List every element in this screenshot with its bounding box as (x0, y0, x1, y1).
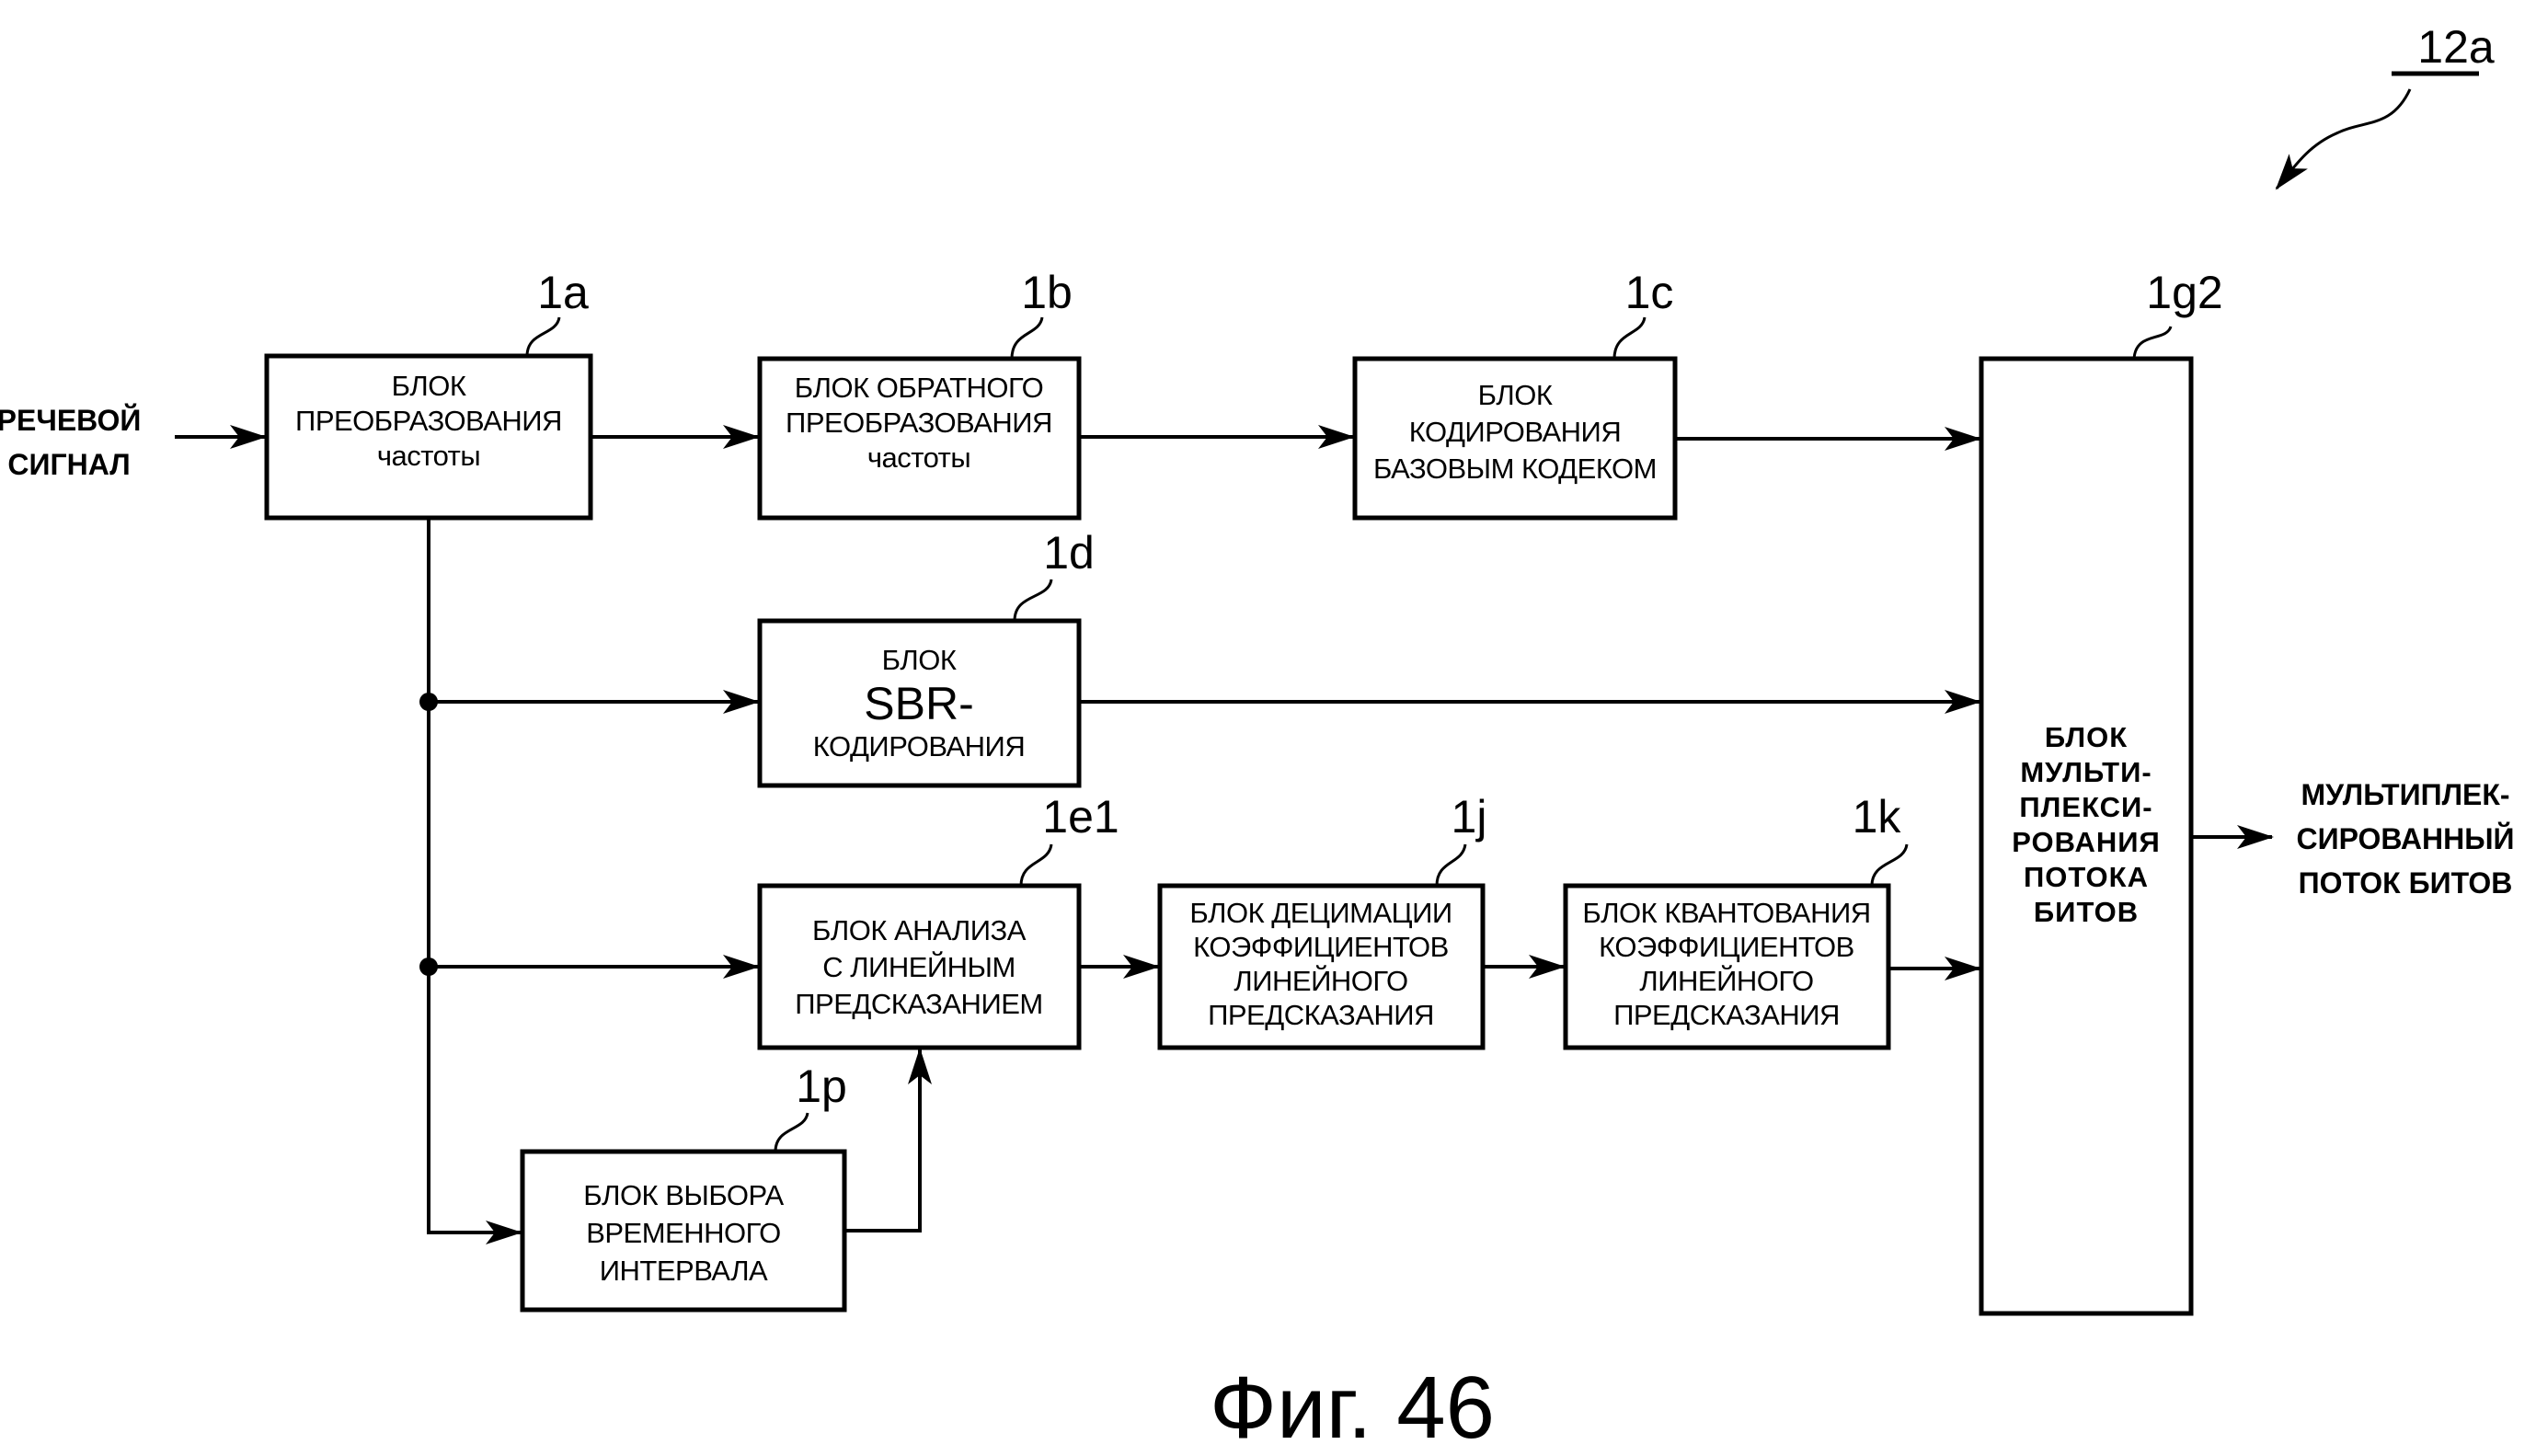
block-1e1-line: БЛОК АНАЛИЗА (812, 914, 1027, 946)
ref-leader-1e1 (1019, 843, 1053, 887)
wire-1a-to-1p (427, 518, 522, 1244)
block-1c-line: БЛОК (1478, 379, 1553, 411)
block-1c-line: КОДИРОВАНИЯ (1409, 416, 1621, 448)
block-frequency-transform: БЛОК ПРЕОБРАЗОВАНИЯ частоты 1a (264, 267, 593, 521)
device-ref-pointer (2275, 88, 2412, 190)
ref-leader-1a (525, 316, 561, 357)
block-1c-line: БАЗОВЫМ КОДЕКОМ (1373, 453, 1657, 485)
block-1g2-line: БЛОК (2045, 721, 2128, 753)
output-label-line-2: СИРОВАННЫЙ (2296, 822, 2514, 855)
block-1p-frame (520, 1149, 847, 1313)
block-1k-frame (1563, 883, 1891, 1050)
ref-label-1k: 1k (1853, 791, 1902, 843)
block-1b-frame (757, 356, 1082, 521)
block-1c-frame (1352, 356, 1678, 521)
block-1j-line: КОЭФФИЦИЕНТОВ (1193, 931, 1449, 963)
block-1e1-frame (757, 883, 1082, 1050)
block-1g2-line: БИТОВ (2034, 896, 2139, 928)
connections (175, 425, 2274, 1244)
device-ref-label: 12a (2417, 21, 2495, 73)
block-sbr-encoding: БЛОК SBR- КОДИРОВАНИЯ 1d (757, 527, 1095, 788)
block-1p-line: БЛОК ВЫБОРА (583, 1179, 784, 1211)
block-1a-line: частоты (377, 440, 480, 472)
block-inverse-frequency-transform: БЛОК ОБРАТНОГО ПРЕОБРАЗОВАНИЯ частоты 1b (757, 267, 1082, 521)
ref-leader-1g2 (2132, 326, 2173, 360)
output-bitstream-label: МУЛЬТИПЛЕК- СИРОВАННЫЙ ПОТОК БИТОВ (2296, 778, 2514, 900)
block-time-slot-selection: БЛОК ВЫБОРА ВРЕМЕННОГО ИНТЕРВАЛА 1p (520, 1060, 847, 1313)
ref-label-1d: 1d (1043, 527, 1095, 579)
output-label-line-1: МУЛЬТИПЛЕК- (2301, 778, 2509, 811)
ref-label-1g2: 1g2 (2146, 267, 2222, 318)
ref-label-1p: 1p (796, 1060, 847, 1112)
block-lp-coefficient-quantization: БЛОК КВАНТОВАНИЯ КОЭФФИЦИЕНТОВ ЛИНЕЙНОГО… (1563, 791, 1909, 1050)
block-1e1-line: ПРЕДСКАЗАНИЕМ (795, 988, 1042, 1020)
block-1d-line: SBR- (864, 678, 973, 729)
wire-1p-to-1e1 (844, 1048, 932, 1232)
device-reference: 12a (2275, 21, 2495, 190)
block-1g2-line: ПОТОКА (2024, 861, 2149, 893)
block-core-codec-encoding: БЛОК КОДИРОВАНИЯ БАЗОВЫМ КОДЕКОМ 1c (1352, 267, 1678, 521)
output-label-line-3: ПОТОК БИТОВ (2299, 866, 2513, 900)
block-1j-line: ЛИНЕЙНОГО (1234, 964, 1407, 997)
input-signal-label: РЕЧЕВОЙ СИГНАЛ (0, 404, 141, 481)
block-1a-frame (264, 353, 593, 521)
ref-label-1a: 1a (537, 267, 589, 318)
block-1g2-frame (1979, 356, 2194, 1316)
block-1p-line: ВРЕМЕННОГО (586, 1217, 781, 1249)
block-1k-line: КОЭФФИЦИЕНТОВ (1599, 931, 1854, 963)
block-1b-line: частоты (867, 441, 970, 474)
block-1b-line: БЛОК ОБРАТНОГО (795, 372, 1043, 404)
block-1j-line: ПРЕДСКАЗАНИЯ (1208, 999, 1434, 1031)
block-1d-line: КОДИРОВАНИЯ (813, 730, 1025, 762)
ref-label-1e1: 1e1 (1042, 791, 1119, 843)
input-label-line-2: СИГНАЛ (7, 448, 130, 481)
block-1b-line: ПРЕОБРАЗОВАНИЯ (786, 407, 1052, 439)
block-1j-frame (1157, 883, 1486, 1050)
block-1k-line: ЛИНЕЙНОГО (1639, 964, 1813, 997)
block-1g2-line: РОВАНИЯ (2012, 826, 2161, 858)
ref-leader-1j (1435, 843, 1467, 887)
block-1e1-line: С ЛИНЕЙНЫМ (822, 950, 1016, 983)
ref-label-1c: 1c (1625, 267, 1674, 318)
block-1a-line: БЛОК (392, 370, 466, 402)
ref-leader-1b (1010, 316, 1044, 360)
block-1p-line: ИНТЕРВАЛА (600, 1255, 768, 1287)
ref-label-1b: 1b (1021, 267, 1073, 318)
ref-leader-1p (774, 1112, 809, 1152)
ref-leader-1d (1013, 579, 1053, 622)
block-1j-line: БЛОК ДЕЦИМАЦИИ (1189, 897, 1452, 929)
block-1g2-line: ПЛЕКСИ- (2019, 791, 2152, 823)
block-1a-line: ПРЕОБРАЗОВАНИЯ (295, 405, 562, 437)
ref-leader-1c (1612, 316, 1647, 360)
block-1d-line: БЛОК (882, 644, 957, 676)
ref-label-1j: 1j (1452, 791, 1487, 843)
figure-caption: Фиг. 46 (1210, 1359, 1495, 1456)
block-linear-prediction-analysis: БЛОК АНАЛИЗА С ЛИНЕЙНЫМ ПРЕДСКАЗАНИЕМ 1e… (757, 791, 1119, 1050)
block-lp-coefficient-decimation: БЛОК ДЕЦИМАЦИИ КОЭФФИЦИЕНТОВ ЛИНЕЙНОГО П… (1157, 791, 1487, 1050)
block-bitstream-multiplexing: БЛОК МУЛЬТИ- ПЛЕКСИ- РОВАНИЯ ПОТОКА БИТО… (1979, 267, 2223, 1316)
ref-leader-1k (1870, 843, 1909, 887)
junction-dot (419, 693, 438, 711)
block-1k-line: ПРЕДСКАЗАНИЯ (1613, 999, 1840, 1031)
block-1g2-line: МУЛЬТИ- (2020, 756, 2152, 788)
junction-dot (419, 957, 438, 976)
block-1d-frame (757, 618, 1082, 788)
block-1k-line: БЛОК КВАНТОВАНИЯ (1582, 897, 1870, 929)
input-label-line-1: РЕЧЕВОЙ (0, 404, 141, 437)
